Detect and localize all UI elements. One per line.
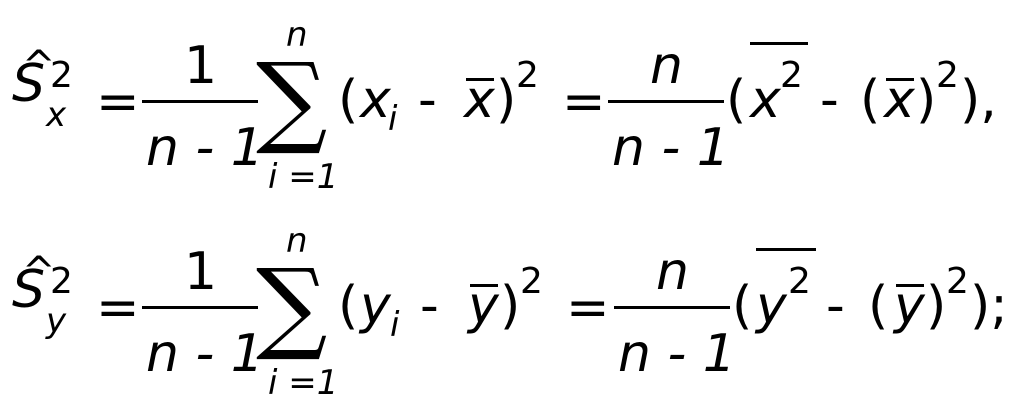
close-paren: )	[926, 276, 947, 336]
summation-sign: ∑	[256, 247, 328, 364]
superscript-two: 2	[936, 55, 959, 96]
open-paren: (	[732, 276, 753, 336]
close-paren: )	[496, 70, 517, 130]
close-paren-punct: ),	[960, 70, 997, 130]
equals-sign: =	[96, 72, 140, 132]
open-paren: (	[860, 70, 881, 130]
minus-sign: -	[418, 70, 437, 130]
subscript-variable: y	[46, 301, 67, 341]
sum-upper-limit: n	[286, 15, 308, 55]
mean-variable: y	[468, 276, 499, 336]
subscript-i: i	[390, 305, 400, 345]
variable: y	[756, 276, 787, 336]
equals-sign: =	[562, 72, 606, 132]
variable: y	[360, 276, 391, 336]
superscript-two: 2	[520, 261, 543, 302]
superscript-two: 2	[50, 261, 73, 302]
equation-variance-x: S ^ 2 x = 1 n - 1 n ∑ i =1 ( x i - x ) 2…	[12, 15, 997, 197]
fraction-bar	[614, 306, 730, 309]
open-paren: (	[868, 276, 889, 336]
hat-accent: ^	[22, 249, 56, 295]
mean-variable: x	[464, 70, 495, 130]
mean-variable: x	[884, 70, 915, 130]
fraction-bar	[142, 100, 258, 103]
superscript-two: 2	[50, 55, 73, 96]
fraction-numerator: n	[656, 242, 689, 302]
fraction-numerator: 1	[184, 36, 218, 96]
summation-sign: ∑	[256, 41, 328, 158]
superscript-two: 2	[788, 261, 811, 302]
minus-sign: -	[820, 70, 839, 130]
mean-of-square-bar	[756, 248, 816, 251]
variable: x	[360, 70, 391, 130]
symbol-s: S	[12, 54, 46, 114]
close-paren: )	[916, 70, 937, 130]
mean-bar	[466, 78, 494, 81]
mean-of-square-bar	[750, 42, 808, 45]
fraction-bar	[142, 306, 258, 309]
fraction-denominator: n - 1	[618, 324, 736, 384]
mean-bar	[886, 78, 914, 81]
open-paren: (	[338, 276, 359, 336]
fraction-numerator: 1	[184, 242, 218, 302]
equals-sign: =	[566, 278, 610, 338]
sum-upper-limit: n	[286, 221, 308, 261]
superscript-two: 2	[780, 55, 803, 96]
minus-sign: -	[826, 276, 845, 336]
sum-lower-limit: i =1	[268, 363, 339, 403]
mean-variable: y	[894, 276, 925, 336]
fraction-denominator: n - 1	[612, 118, 730, 178]
superscript-two: 2	[946, 261, 969, 302]
sum-lower-limit: i =1	[268, 157, 339, 197]
fraction-denominator: n - 1	[146, 324, 264, 384]
equals-sign: =	[96, 278, 140, 338]
subscript-i: i	[388, 99, 398, 139]
open-paren: (	[726, 70, 747, 130]
subscript-variable: x	[46, 95, 67, 135]
mean-bar	[470, 284, 498, 287]
close-paren-punct: );	[970, 276, 1008, 336]
fraction-denominator: n - 1	[146, 118, 264, 178]
symbol-s: S	[12, 260, 46, 320]
fraction-numerator: n	[650, 36, 683, 96]
mean-bar	[896, 284, 924, 287]
equation-variance-y: S ^ 2 y = 1 n - 1 n ∑ i =1 ( y i - y ) 2…	[0, 206, 1024, 412]
open-paren: (	[338, 70, 359, 130]
hat-accent: ^	[22, 43, 56, 89]
close-paren: )	[500, 276, 521, 336]
variable: x	[750, 70, 781, 130]
fraction-bar	[608, 100, 724, 103]
minus-sign: -	[420, 276, 439, 336]
superscript-two: 2	[516, 55, 539, 96]
